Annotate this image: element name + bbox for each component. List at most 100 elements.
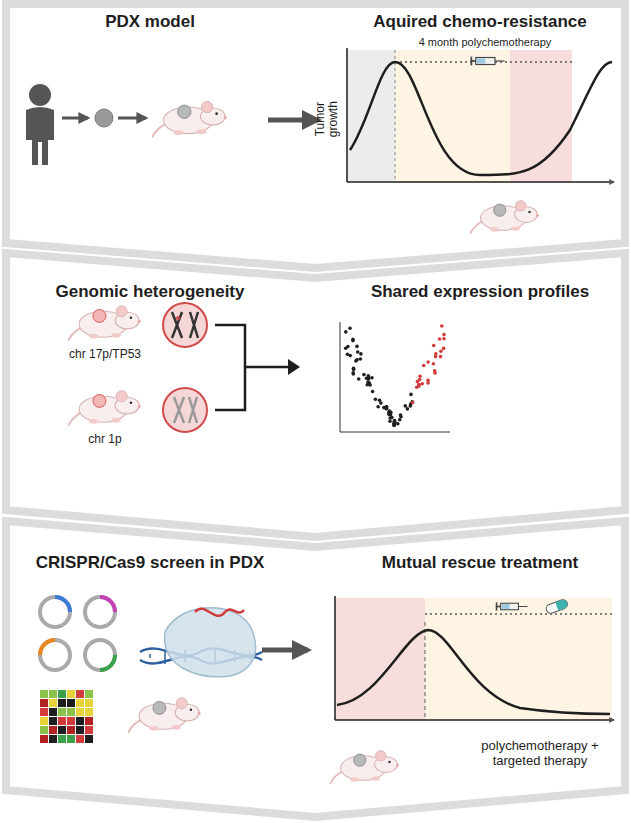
heatmap-cell [85,690,93,698]
volcano-dot [440,324,444,328]
volcano-dot [398,418,402,422]
heterogeneity-art [68,303,450,432]
heatmap-cell [67,699,75,707]
patient-to-pdx [26,84,318,165]
volcano-dot [348,354,352,358]
volcano-dot [421,382,425,386]
volcano-dot [370,376,374,380]
panel-heading: Mutual rescue treatment [382,553,579,573]
volcano-dot [359,352,363,356]
heatmap-cell [49,735,57,743]
volcano-dot [388,420,392,424]
volcano-dot [415,386,419,390]
volcano-dot [409,393,413,397]
panel-band: CRISPR/Cas9 screen in PDX Mutual rescue t… [0,520,631,820]
volcano-dot [434,352,438,356]
heatmap-cell [40,735,48,743]
heatmap-cell [58,699,66,707]
heatmap-cell [58,726,66,734]
volcano-dot [352,368,356,372]
volcano-dot [442,347,446,351]
volcano-dot [378,399,382,403]
volcano-dot [399,413,403,417]
volcano-dot [348,326,352,330]
heatmap-cell [76,708,84,716]
heatmap-cell [58,717,66,725]
heatmap-cell [67,708,75,716]
volcano-dot [396,422,400,426]
volcano-dot [433,371,437,375]
volcano-dot [374,397,378,401]
heatmap-cell [58,690,66,698]
panel-heading: Aquired chemo-resistance [373,12,587,32]
heatmap-cell [85,726,93,734]
volcano-dot [355,345,359,349]
volcano-dot [357,377,361,381]
volcano-dot [388,409,392,413]
heatmap-cell [76,699,84,707]
growth-chart-1 [347,48,614,234]
annotation-label: 4 month polychemotherapy [385,36,585,48]
volcano-dot [410,400,414,404]
volcano-dot [390,416,394,420]
volcano-dot [439,350,443,354]
volcano-dot [346,345,350,349]
annotation-label: chr 17p/TP53 [50,347,160,361]
crispr-art [40,597,308,743]
volcano-dot [426,379,430,383]
heatmap-cell [40,726,48,734]
volcano-dot [371,390,375,394]
volcano-dot [367,374,371,378]
volcano-dot [418,375,422,379]
volcano-dot [409,404,413,408]
volcano-dot [351,339,355,343]
volcano-dot [385,405,389,409]
annotation-label: polychemotherapy + targeted therapy [465,738,615,768]
heatmap-cell [76,735,84,743]
volcano-dot [426,360,430,364]
volcano-dot [362,373,366,377]
volcano-dot [352,372,356,376]
volcano-dot [432,362,436,366]
volcano-dot [404,404,408,408]
heatmap-cell [76,726,84,734]
volcano-dot [376,405,380,409]
heatmap-cell [85,708,93,716]
heatmap-cell [40,690,48,698]
heatmap-cell [58,708,66,716]
heatmap-cell [85,699,93,707]
volcano-dot [356,350,360,354]
volcano-dot [442,337,446,341]
panel-band: Genomic heterogeneityShared expression p… [0,250,631,540]
volcano-dot [442,333,446,337]
heatmap-cell [67,735,75,743]
heatmap-cell [67,690,75,698]
panel-heading: PDX model [105,12,195,32]
volcano-dot [438,337,442,341]
volcano-dot [411,401,415,405]
heatmap-cell [85,717,93,725]
heatmap-cell [40,699,48,707]
heatmap-cell [67,726,75,734]
volcano-dot [422,364,426,368]
panel-heading: CRISPR/Cas9 screen in PDX [36,553,265,573]
annotation-label: Tumor growth [314,87,340,151]
heatmap-cell [67,717,75,725]
volcano-dot [359,357,363,361]
heatmap-cell [49,726,57,734]
volcano-dot [406,407,410,411]
volcano-dot [432,344,436,348]
heatmap-cell [58,735,66,743]
volcano-dot [344,330,348,334]
annotation-label: chr 1p [50,432,160,446]
heatmap-cell [85,735,93,743]
volcano-dot [354,359,358,363]
volcano-dot [366,383,370,387]
volcano-dot [416,380,420,384]
volcano-dot [439,355,443,359]
heatmap-cell [76,690,84,698]
heatmap-cell [40,708,48,716]
heatmap-cell [49,699,57,707]
volcano-dot [392,420,396,424]
